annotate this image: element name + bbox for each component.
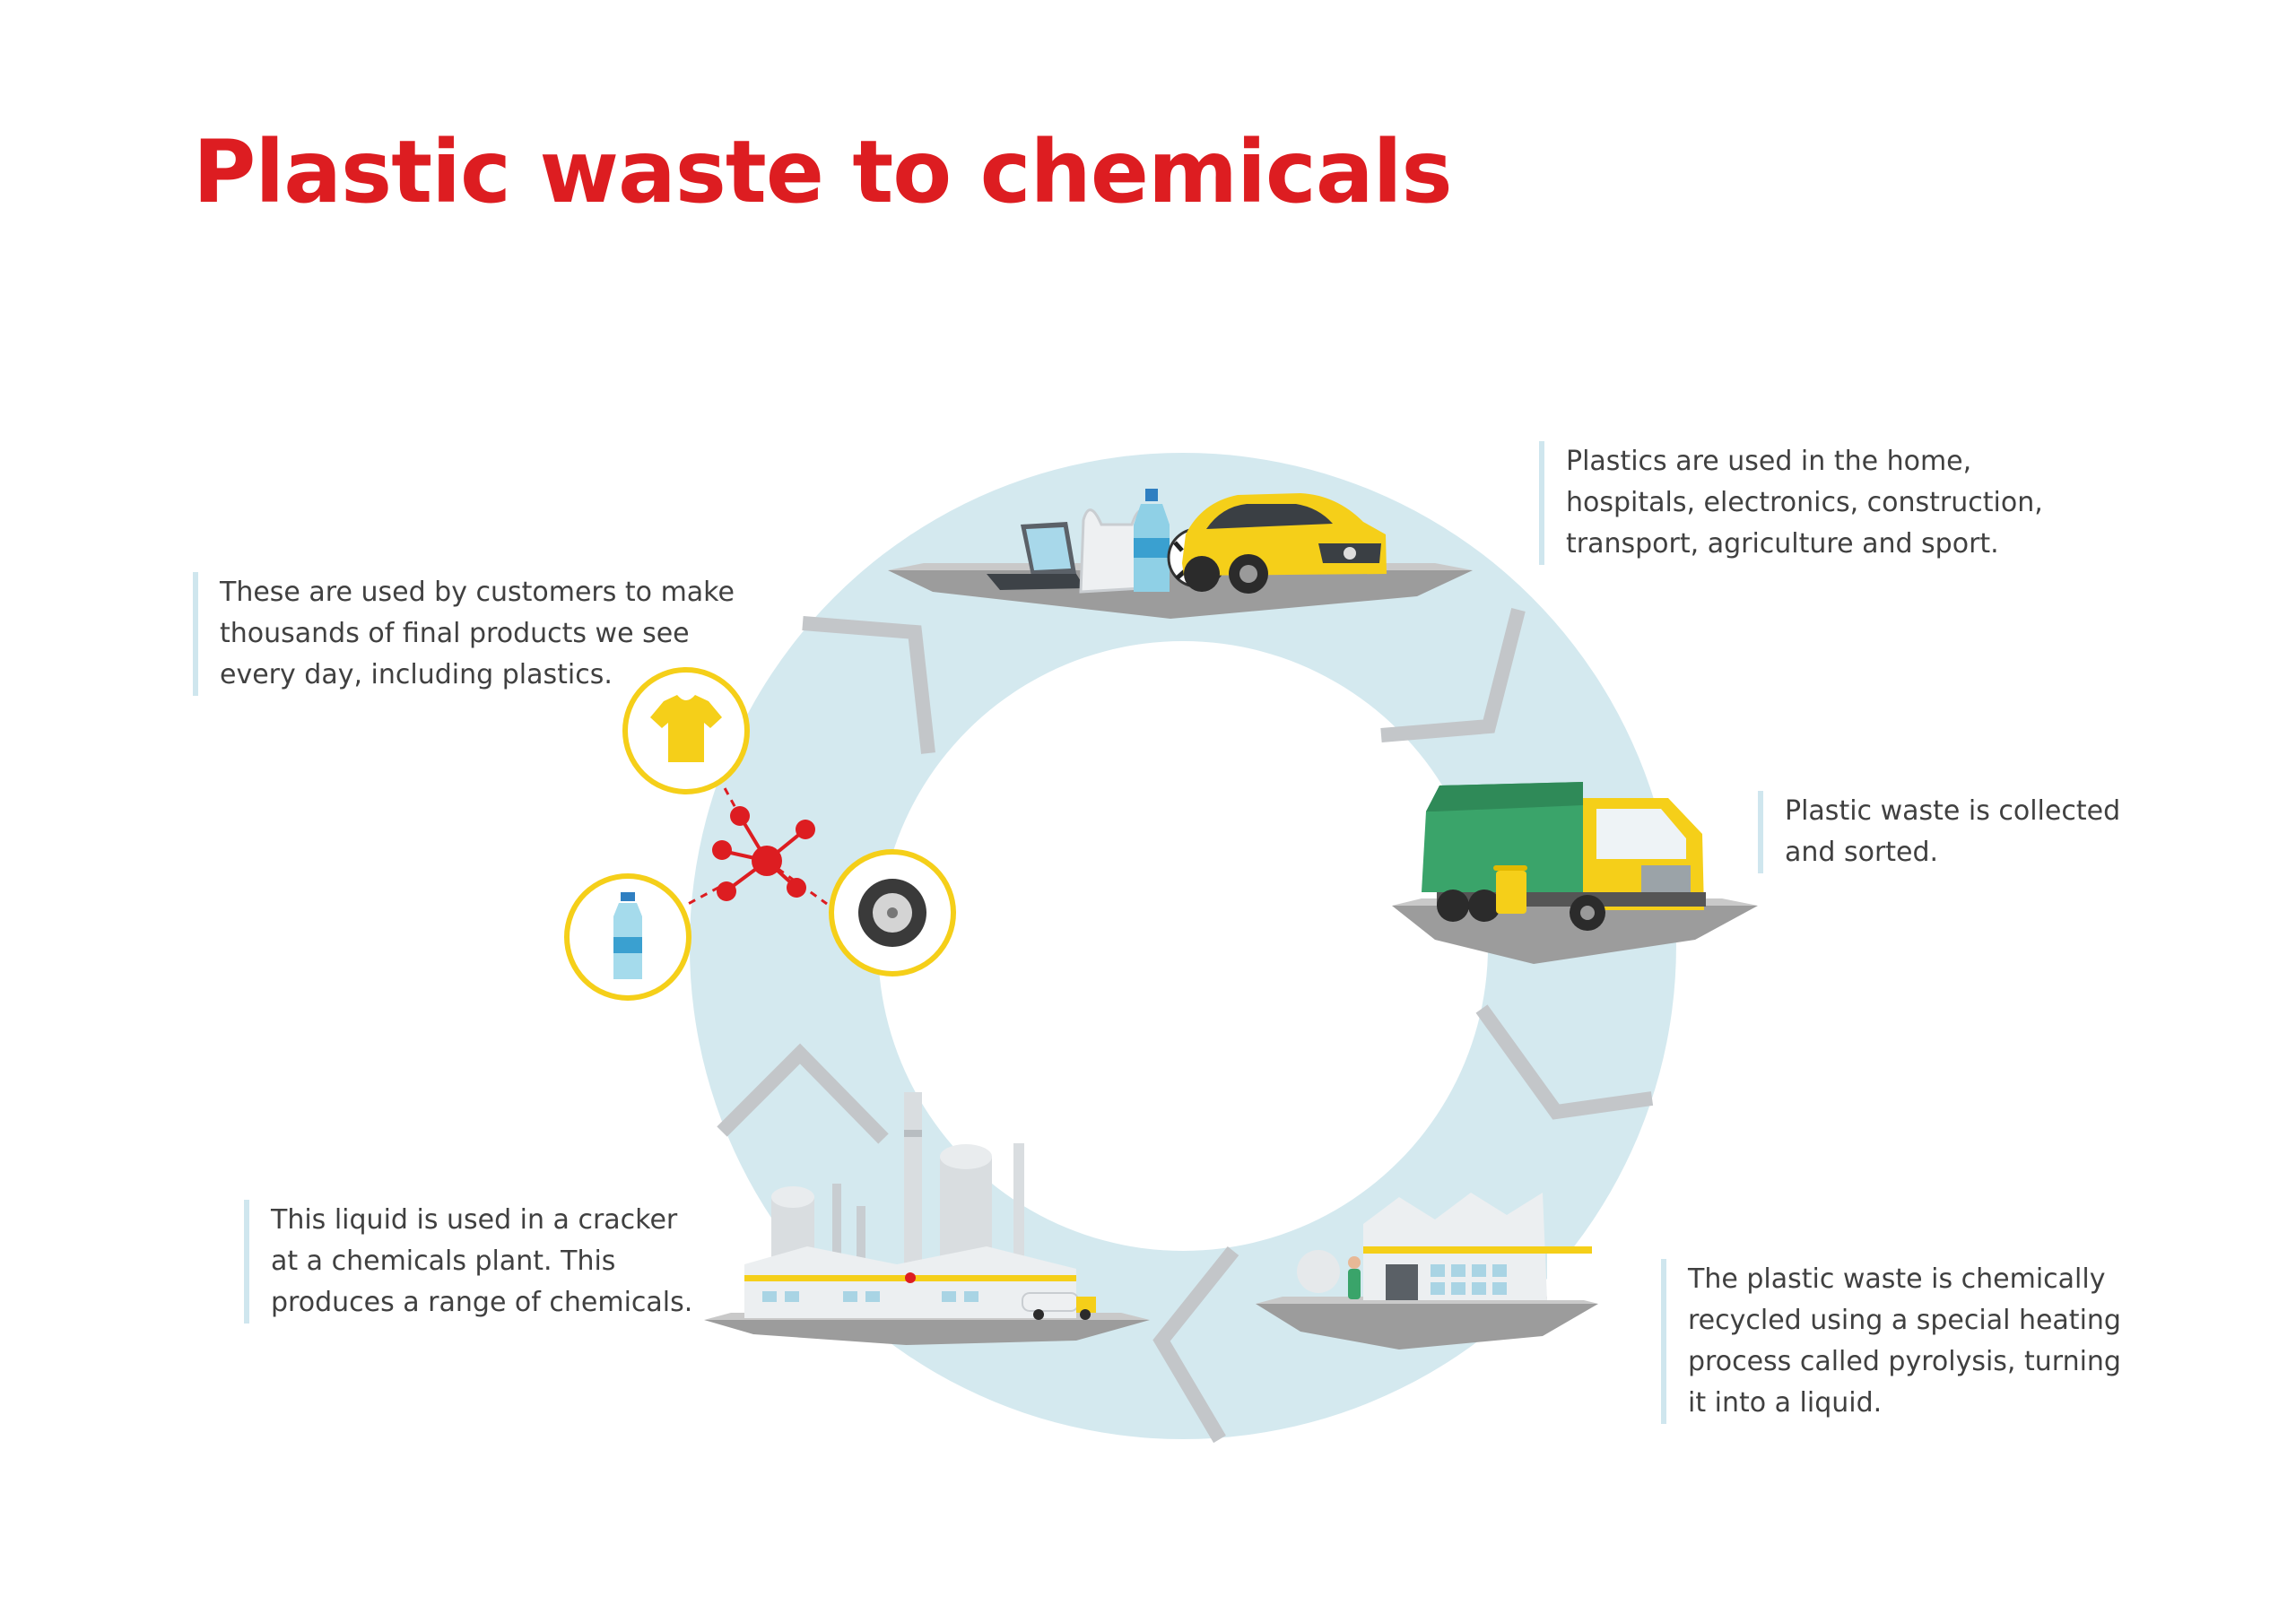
arrow-separator-3 (1152, 1246, 1239, 1444)
bottle-icon (1134, 489, 1170, 592)
tanker-truck-icon (1022, 1292, 1096, 1320)
worker-icon (1348, 1256, 1361, 1299)
arrow-separator-1 (1380, 608, 1526, 742)
bottle-icon (564, 873, 691, 1001)
tshirt-icon (622, 667, 750, 794)
consumer-products-group (888, 489, 1473, 619)
note-cracker: This liquid is used in a cracker at a ch… (244, 1200, 692, 1324)
arrow-separator-4 (717, 1043, 889, 1144)
platform-bottom-right (1256, 1304, 1598, 1350)
chemical-plant-icon (744, 1092, 1076, 1318)
garbage-truck-icon (1422, 782, 1706, 931)
laptop-icon (987, 522, 1085, 590)
waste-bin-icon (1493, 865, 1527, 914)
final-products-group (564, 667, 956, 1001)
note-collect: Plastic waste is collected and sorted. (1758, 791, 2120, 873)
cycle-ring (689, 453, 1676, 1439)
arrow-separator-2 (1475, 1004, 1654, 1120)
chemical-plant-group (704, 1092, 1150, 1345)
note-pyrolysis: The plastic waste is chemically recycled… (1661, 1259, 2121, 1424)
tire-icon (829, 849, 956, 976)
car-icon (1182, 493, 1387, 594)
pyrolysis-group (1256, 1193, 1598, 1350)
page-title: Plastic waste to chemicals (193, 122, 1453, 222)
platform-bottom-left (704, 1320, 1150, 1345)
note-products: These are used by customers to make thou… (193, 572, 735, 696)
note-use: Plastics are used in the home, hospitals… (1539, 441, 2043, 565)
cycle-arrows (717, 608, 1654, 1444)
pyrolysis-plant-icon (1297, 1193, 1592, 1300)
collection-group (1392, 782, 1758, 964)
arrow-separator-5 (802, 616, 935, 754)
